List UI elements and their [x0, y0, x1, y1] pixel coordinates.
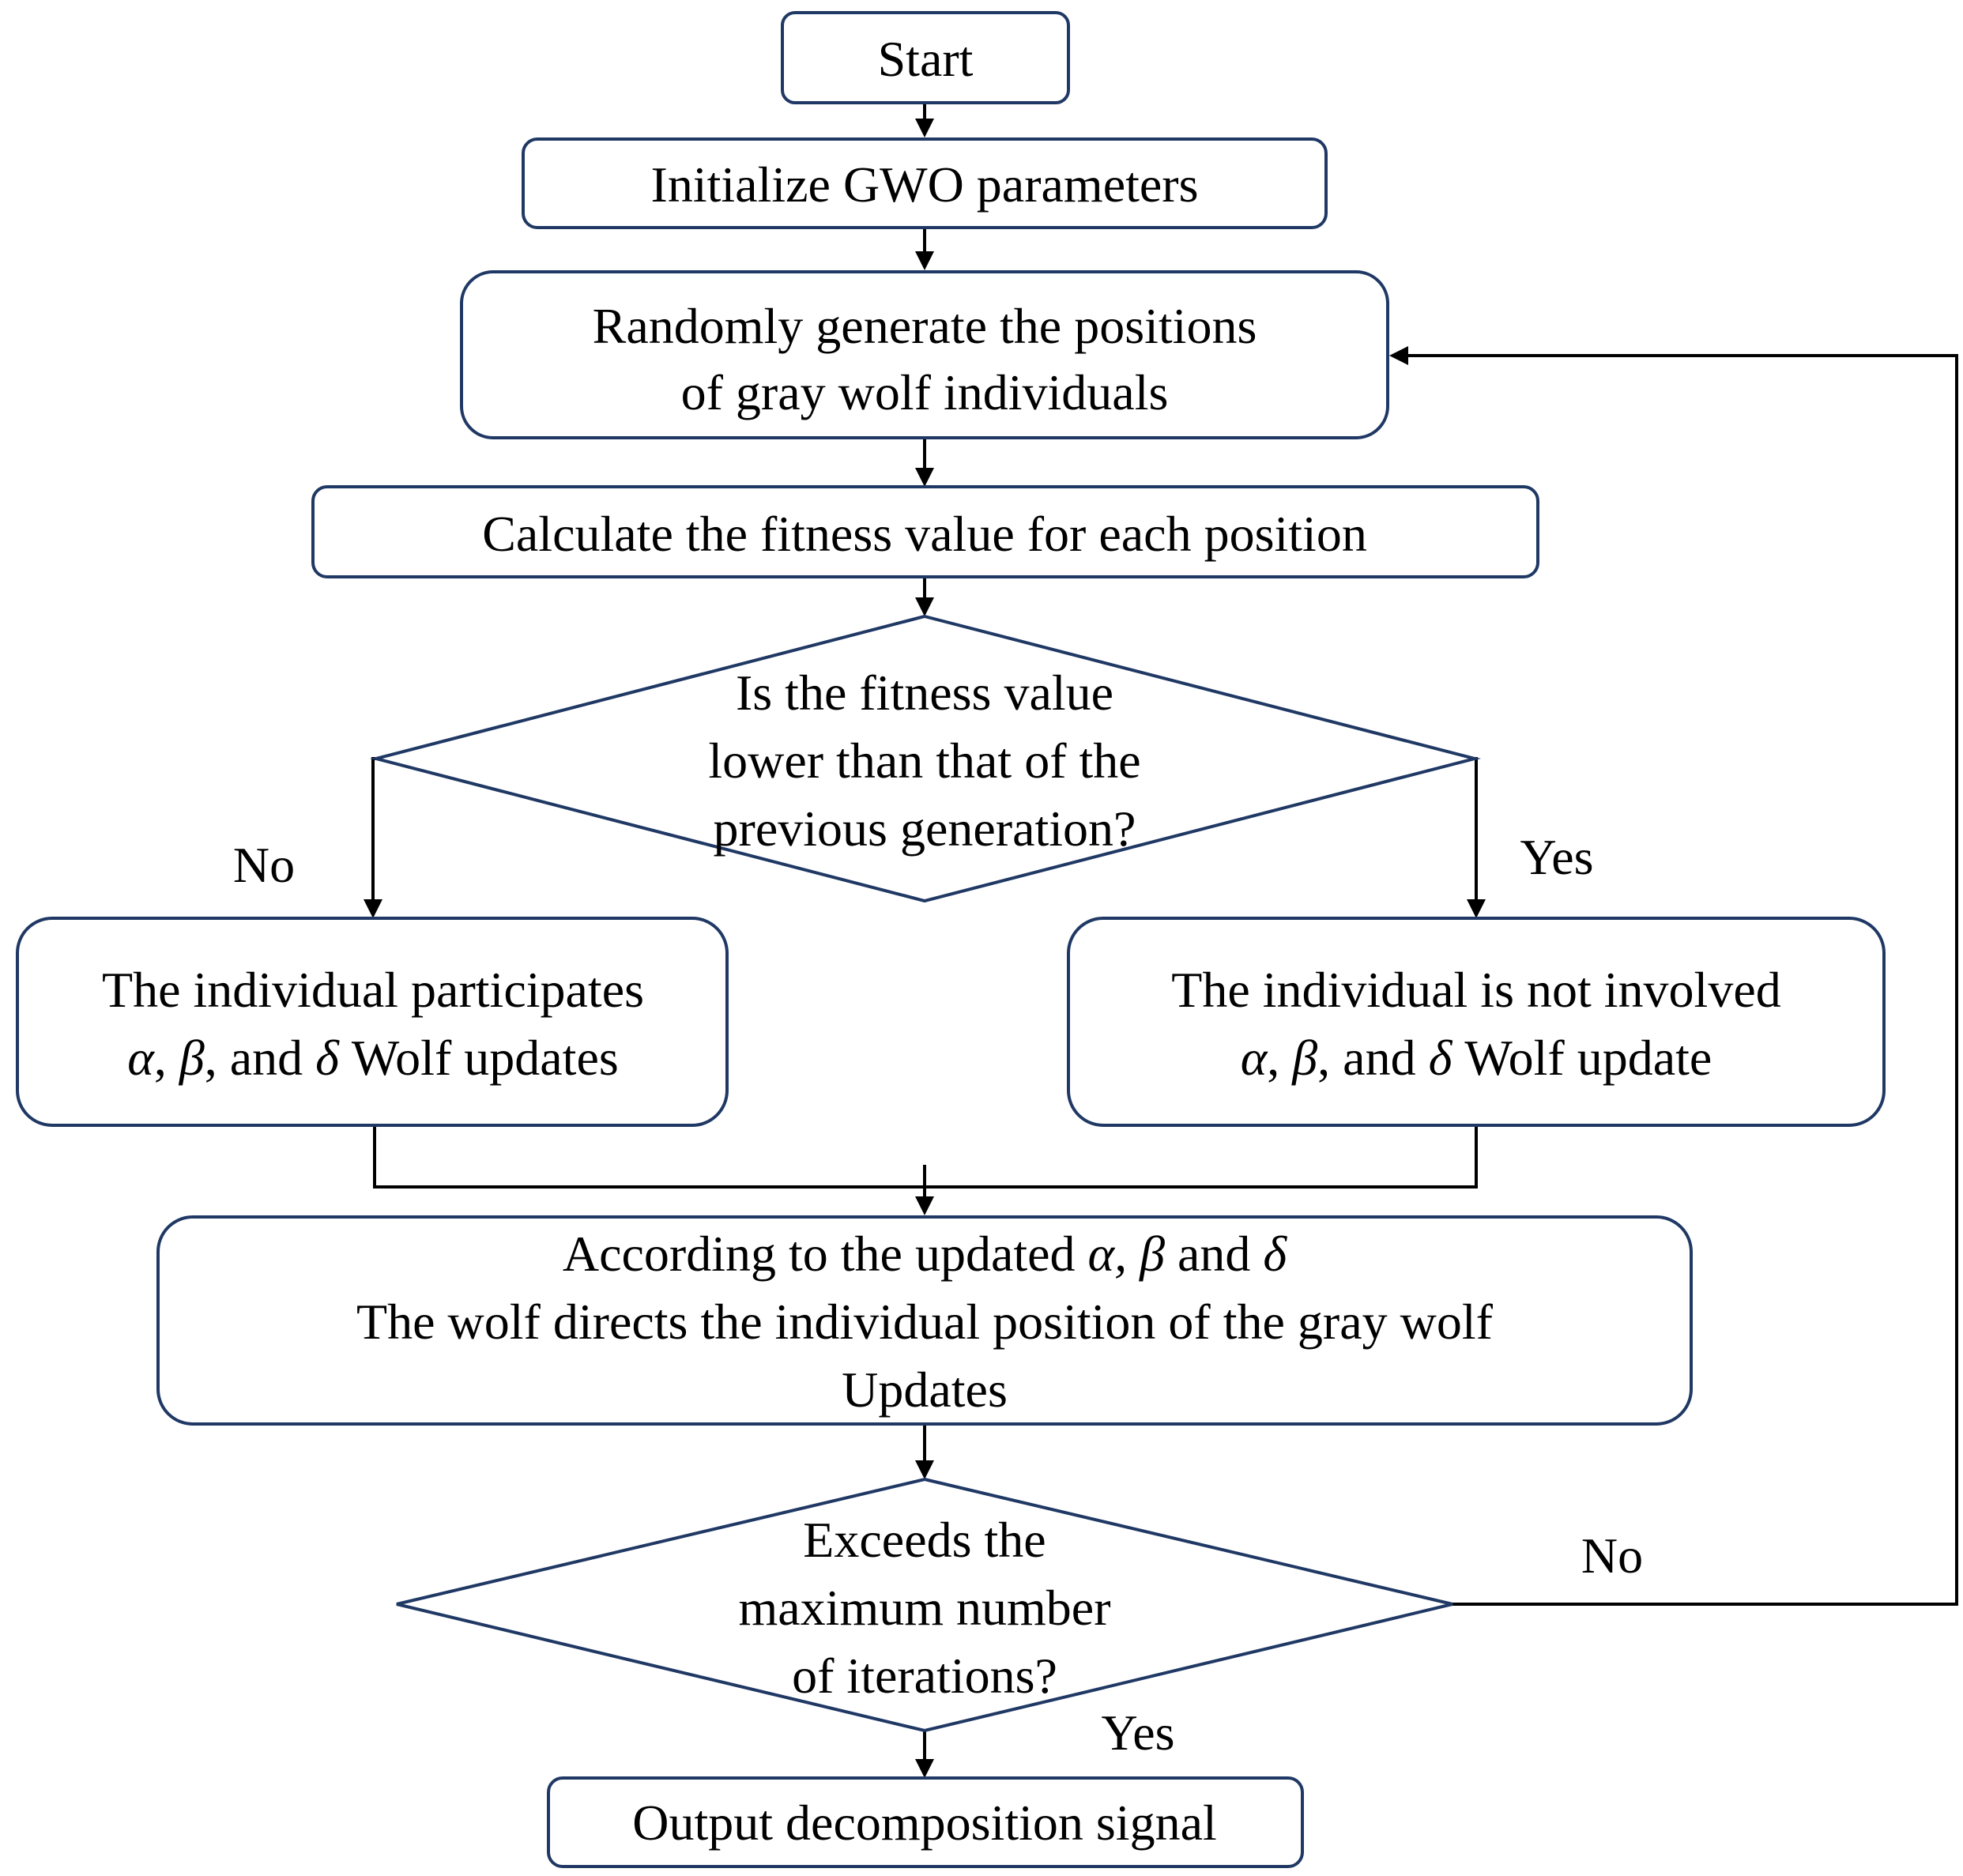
- arrowhead: [915, 597, 934, 616]
- fitness-node: Calculate the fitness value for each pos…: [311, 485, 1539, 578]
- decision2-no-label: No: [1581, 1528, 1643, 1584]
- output-label: Output decomposition signal: [632, 1795, 1217, 1851]
- edge-decision1-no: [371, 757, 376, 899]
- edge-decision2-no-loop: [1408, 354, 1958, 1606]
- not-involved-label-line2: α, β, and δ Wolf update: [1241, 1030, 1712, 1086]
- alpha-symbol: α: [1241, 1030, 1268, 1086]
- fitness-box: [311, 485, 1539, 578]
- output-box: [547, 1776, 1304, 1868]
- beta-symbol: β: [1138, 1226, 1165, 1282]
- not-involved-tail: Wolf update: [1452, 1030, 1712, 1086]
- random-box: [460, 270, 1389, 439]
- decision2-label-line3: of iterations?: [792, 1648, 1057, 1704]
- not-involved-box: [1067, 917, 1886, 1127]
- arrowhead: [915, 251, 934, 270]
- decision2-label-line2: maximum number: [738, 1580, 1110, 1636]
- arrowhead: [915, 1759, 934, 1778]
- random-node: Randomly generate the positions of gray …: [460, 270, 1389, 439]
- comma: ,: [1267, 1030, 1279, 1086]
- participates-label-line2: α, β, and δ Wolf updates: [127, 1030, 619, 1086]
- init-box: [522, 137, 1328, 229]
- decision2-diamond: [396, 1477, 1453, 1733]
- arrowhead: [915, 468, 934, 487]
- decision1-label-line2: lower than that of the: [708, 733, 1140, 789]
- decision2-label-line1: Exceeds the: [803, 1512, 1046, 1568]
- arrowhead: [1467, 899, 1486, 918]
- arrowhead: [364, 899, 382, 918]
- participates-box: [16, 917, 729, 1127]
- decision1-yes-label: Yes: [1520, 829, 1593, 885]
- according-and: and: [1165, 1226, 1263, 1282]
- according-lead: According to the updated: [563, 1226, 1088, 1282]
- alpha-symbol: α: [127, 1030, 155, 1086]
- comma: ,: [1114, 1226, 1127, 1282]
- arrowhead: [915, 1196, 934, 1215]
- init-label: Initialize GWO parameters: [651, 156, 1199, 213]
- delta-symbol: δ: [1429, 1030, 1453, 1086]
- decision1-no-label: No: [233, 837, 295, 893]
- arrowhead: [1389, 346, 1408, 365]
- edge-decision1-yes: [1473, 757, 1478, 899]
- delta-symbol: δ: [315, 1030, 340, 1086]
- participates-and: , and: [205, 1030, 315, 1086]
- fitness-label: Calculate the fitness value for each pos…: [482, 506, 1367, 562]
- delta-symbol: δ: [1263, 1226, 1287, 1282]
- participates-label-line1: The individual participates: [102, 962, 644, 1018]
- according-box: [156, 1215, 1693, 1426]
- random-label-line2: of gray wolf individuals: [681, 364, 1169, 420]
- start-box: [781, 11, 1070, 104]
- random-label-line1: Randomly generate the positions: [593, 298, 1257, 354]
- not-involved-node: The individual is not involved α, β, and…: [1067, 917, 1886, 1127]
- decision1-diamond: [370, 614, 1481, 903]
- according-label-line1: According to the updated α, β and δ: [563, 1226, 1288, 1282]
- init-node: Initialize GWO parameters: [522, 137, 1328, 229]
- beta-symbol: β: [1290, 1030, 1317, 1086]
- start-node: Start: [781, 11, 1070, 104]
- decision1-label-line1: Is the fitness value: [736, 665, 1113, 721]
- start-label: Start: [878, 31, 974, 87]
- according-label-line2: The wolf directs the individual position…: [356, 1294, 1494, 1350]
- according-node: According to the updated α, β and δ The …: [156, 1215, 1693, 1426]
- arrowhead: [915, 1460, 934, 1479]
- according-label-line3: Updates: [842, 1362, 1008, 1418]
- arrowhead: [915, 119, 934, 137]
- decision1-node: Is the fitness value lower than that of …: [370, 614, 1481, 903]
- comma: ,: [154, 1030, 167, 1086]
- decision2-node: Exceeds the maximum number of iterations…: [396, 1477, 1453, 1733]
- not-involved-label-line1: The individual is not involved: [1171, 962, 1780, 1018]
- decision2-yes-label: Yes: [1101, 1705, 1174, 1761]
- not-involved-and: , and: [1317, 1030, 1428, 1086]
- beta-symbol: β: [178, 1030, 205, 1086]
- alpha-symbol: α: [1088, 1226, 1116, 1282]
- participates-tail: Wolf updates: [339, 1030, 619, 1086]
- output-node: Output decomposition signal: [547, 1776, 1304, 1868]
- decision1-label-line3: previous generation?: [714, 801, 1136, 857]
- participates-node: The individual participates α, β, and δ …: [16, 917, 729, 1127]
